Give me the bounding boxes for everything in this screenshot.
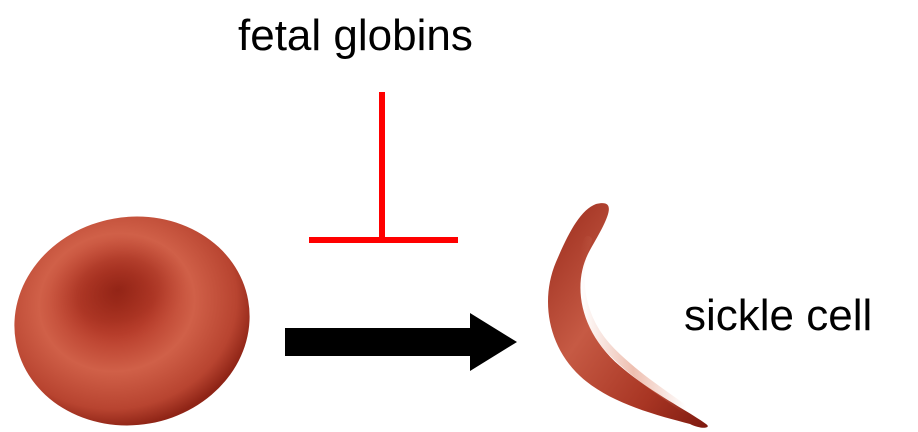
inhibition-tee-icon [309,92,458,240]
sickle-cell-icon [548,203,708,428]
red-blood-cell-icon [0,198,266,432]
right-arrow-icon [285,313,517,371]
